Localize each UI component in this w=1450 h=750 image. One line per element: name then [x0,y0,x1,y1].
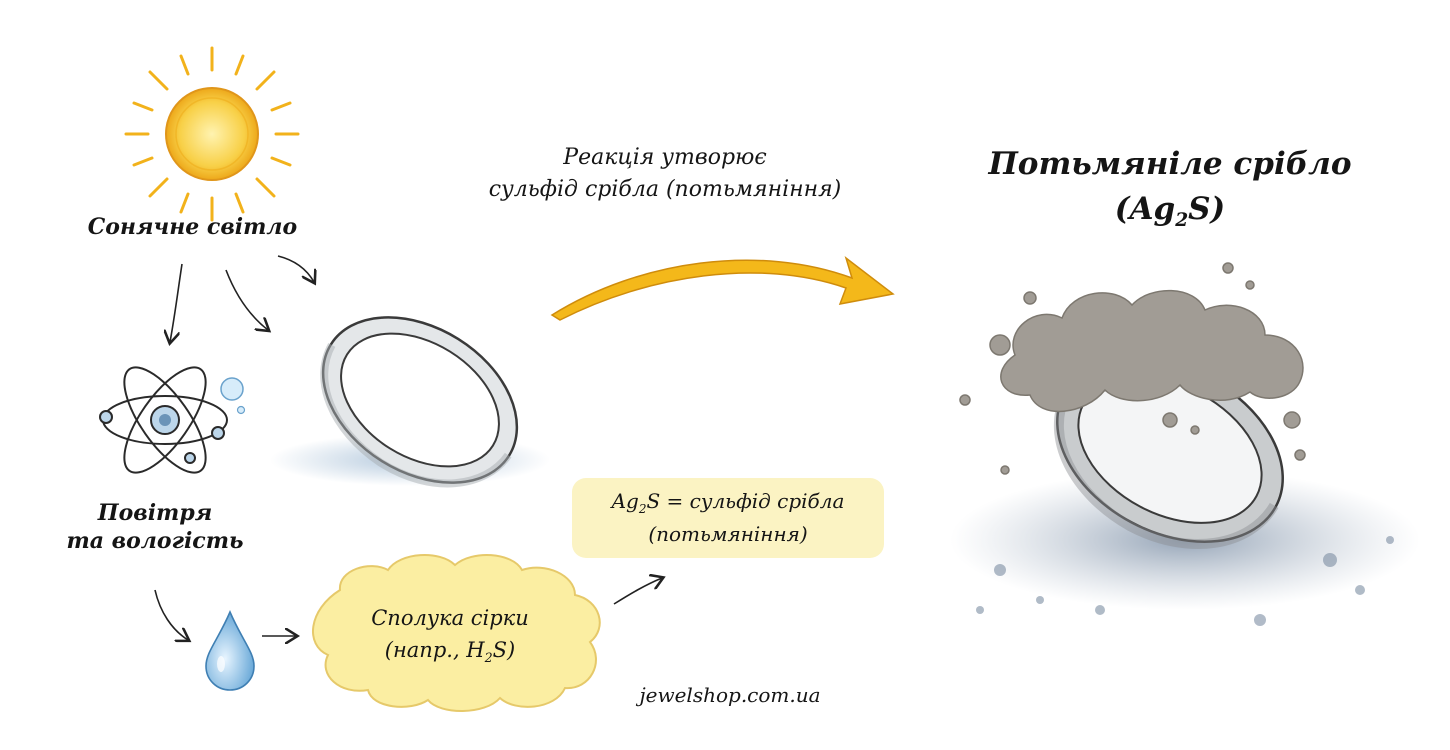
reaction-label-line1: Реакція утворює [563,145,767,170]
tarnish-cloud-icon [959,262,1306,475]
air-label-line2: та вологість [66,527,244,554]
formula-part: (напр., H [384,637,485,662]
atom-icon [99,366,228,474]
ag2s-line1: Ag2S = сульфід срібла [572,486,884,519]
sulfur-cloud-icon [312,554,601,712]
sulfur-line2: (напр., H2S) [335,635,565,668]
reaction-arrow-icon [550,255,895,321]
sunlight-label: Сонячне світло [87,214,298,240]
water-drop-icon [205,609,255,691]
tarnished-formula: (Ag2S) [960,187,1380,235]
sulfur-line1: Сполука сірки [371,606,529,630]
reaction-label-line2: сульфід срібла (потьмяніння) [488,176,842,202]
formula-subscript: 2 [1175,210,1189,232]
formula-part: S = сульфід срібла [646,489,845,513]
tarnished-silver-title: Потьмяніле срібло (Ag2S) [960,142,1380,235]
air-label-line1: Повітря [97,500,213,526]
sun-icon [124,46,300,222]
formula-part: S) [1188,190,1226,227]
formula-subscript: 2 [484,649,493,665]
formula-subscript: 2 [638,502,647,516]
sulfur-compound-label: Сполука сірки (напр., H2S) [335,603,565,668]
bubble-icon [220,377,246,415]
source-watermark: jewelshop.com.ua [639,683,821,707]
tarnished-ring-icon [950,357,1420,626]
silver-ring-icon [270,316,550,488]
ag2s-note-box [572,478,884,558]
tarnished-title-line1: Потьмяніле срібло [988,146,1352,182]
flow-arrows [154,255,662,640]
ag2s-line2: (потьмяніння) [648,521,808,546]
reaction-label: Реакція утворює сульфід срібла (потьмяні… [430,142,900,206]
air-humidity-label: Повітря та вологість [40,500,270,555]
formula-part: Ag [611,489,639,513]
ag2s-note-text: Ag2S = сульфід срібла (потьмяніння) [572,486,884,550]
formula-part: S) [492,637,516,662]
formula-part: (Ag [1114,190,1176,227]
